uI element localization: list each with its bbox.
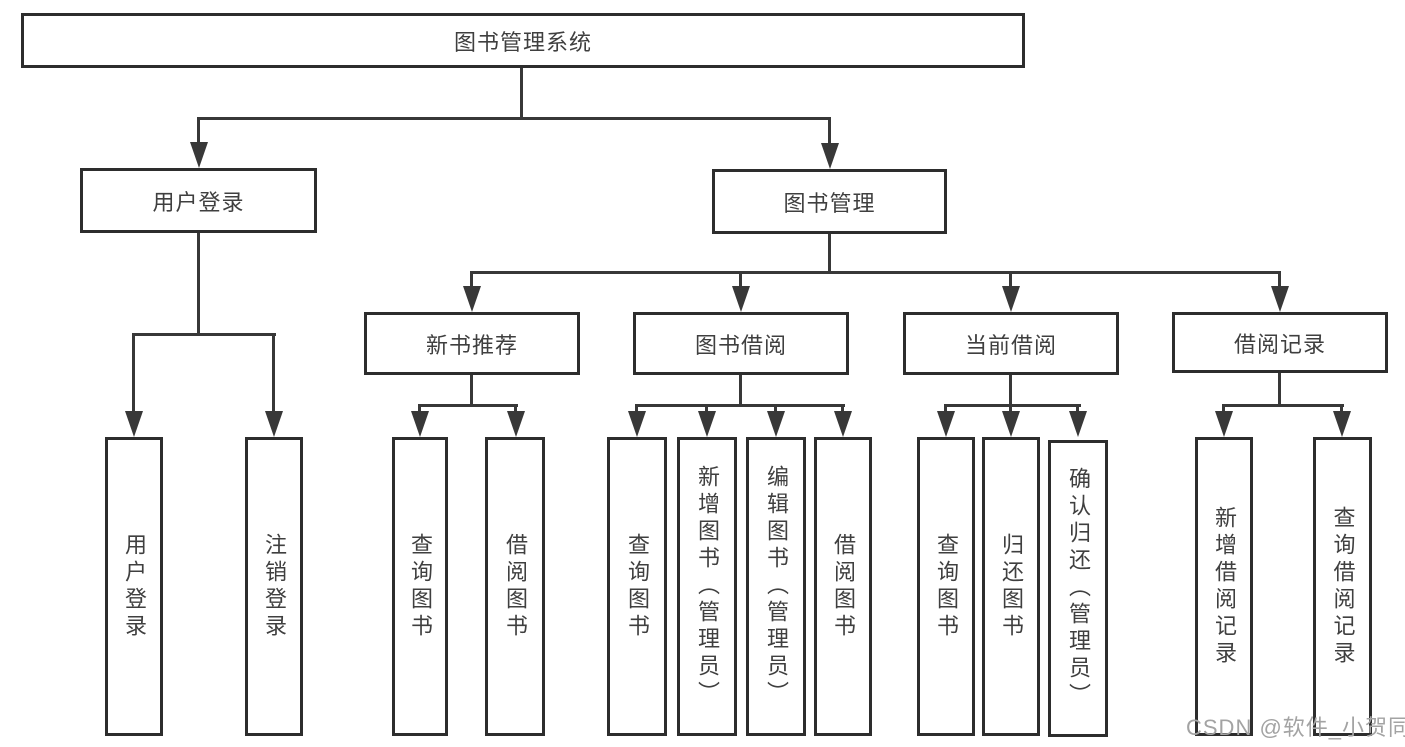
watermark: CSDN @软件_小贺同学: [1186, 715, 1405, 740]
leaf-borrow-edit-books-admin: 编辑图书（管理员）: [746, 437, 806, 736]
connector-root-drop: [520, 68, 523, 120]
arrowhead-cb-confirm: [1069, 411, 1087, 437]
arrowhead-br-query: [1333, 411, 1351, 437]
node-book-management-label: 图书管理: [783, 190, 876, 216]
connector-stub-leaf-user-login: [132, 333, 135, 413]
node-borrowing-records-label: 借阅记录: [1233, 331, 1326, 357]
leaf-borrow-add-books-admin: 新增图书（管理员）: [677, 437, 737, 736]
leaf-newbook-borrow-books-label: 借阅图书: [503, 532, 528, 641]
arrowhead-nb-query: [411, 411, 429, 437]
connector-borrow-records-rail: [1222, 404, 1344, 407]
leaf-borrow-query-books-label: 查询图书: [625, 532, 650, 641]
connector-user-login-drop: [197, 233, 200, 335]
leaf-current-confirm-return-admin-label: 确认归还（管理员）: [1066, 467, 1091, 710]
leaf-newbook-query-books-label: 查询图书: [408, 532, 433, 641]
node-new-book-recommendation: 新书推荐: [364, 312, 580, 375]
arrowhead-user-login: [190, 142, 208, 168]
connector-book-management-drop: [828, 234, 831, 273]
node-book-borrowing-label: 图书借阅: [694, 332, 787, 358]
arrowhead-current-borrow: [1002, 286, 1020, 312]
node-current-borrowing: 当前借阅: [903, 312, 1119, 375]
leaf-current-return-books: 归还图书: [982, 437, 1040, 736]
leaf-logout: 注销登录: [245, 437, 303, 736]
connector-stub-user-login: [197, 117, 200, 147]
connector-stub-book-management: [828, 117, 831, 147]
node-book-management: 图书管理: [712, 169, 947, 234]
node-library-system-label: 图书管理系统: [453, 29, 592, 55]
leaf-logout-label: 注销登录: [262, 532, 287, 641]
connector-stub-new-book: [470, 271, 473, 289]
arrowhead-bb-query: [628, 411, 646, 437]
arrowhead-bb-edit: [767, 411, 785, 437]
node-current-borrowing-label: 当前借阅: [964, 332, 1057, 358]
node-user-login-label: 用户登录: [152, 189, 245, 215]
leaf-borrow-borrow-books: 借阅图书: [814, 437, 872, 736]
arrowhead-new-book: [463, 286, 481, 312]
connector-stub-current-borrow: [1009, 271, 1012, 289]
leaf-current-query-books-label: 查询图书: [934, 532, 959, 641]
arrowhead-book-management: [821, 143, 839, 169]
leaf-borrow-borrow-books-label: 借阅图书: [831, 532, 856, 641]
leaf-records-add-borrow-record-label: 新增借阅记录: [1212, 505, 1237, 668]
leaf-user-login-label: 用户登录: [122, 532, 147, 641]
connector-current-borrow-drop: [1009, 375, 1012, 407]
node-borrowing-records: 借阅记录: [1172, 312, 1388, 373]
arrowhead-leaf-user-login: [125, 411, 143, 437]
leaf-records-query-borrow-record-label: 查询借阅记录: [1330, 505, 1356, 668]
connector-stub-book-borrow: [739, 271, 742, 289]
connector-new-book-rail: [418, 404, 518, 407]
arrowhead-cb-query: [937, 411, 955, 437]
arrowhead-leaf-logout: [265, 411, 283, 437]
leaf-current-confirm-return-admin: 确认归还（管理员）: [1048, 440, 1108, 737]
node-new-book-recommendation-label: 新书推荐: [425, 332, 518, 358]
arrowhead-book-borrow: [732, 286, 750, 312]
connector-stub-leaf-logout: [272, 333, 275, 413]
connector-current-borrow-rail: [944, 404, 1081, 407]
leaf-records-add-borrow-record: 新增借阅记录: [1195, 437, 1253, 736]
node-user-login: 用户登录: [80, 168, 317, 233]
leaf-records-query-borrow-record: 查询借阅记录: [1313, 437, 1372, 736]
arrowhead-cb-return: [1002, 411, 1020, 437]
arrowhead-borrow-records: [1271, 286, 1289, 312]
connector-borrow-records-drop: [1278, 373, 1281, 406]
arrowhead-bb-borrow: [834, 411, 852, 437]
connector-book-borrow-rail: [635, 404, 845, 407]
arrowhead-nb-borrow: [507, 411, 525, 437]
node-book-borrowing: 图书借阅: [633, 312, 849, 375]
connector-root-rail: [197, 117, 831, 120]
arrowhead-bb-add: [698, 411, 716, 437]
leaf-current-return-books-label: 归还图书: [999, 532, 1024, 641]
connector-book-management-rail: [470, 271, 1281, 274]
leaf-borrow-add-books-admin-label: 新增图书（管理员）: [695, 465, 720, 708]
connector-user-login-rail: [132, 333, 276, 336]
arrowhead-br-add: [1215, 411, 1233, 437]
node-library-system: 图书管理系统: [21, 13, 1025, 68]
connector-book-borrow-drop: [739, 375, 742, 406]
connector-new-book-drop: [470, 375, 473, 406]
leaf-user-login: 用户登录: [105, 437, 163, 736]
leaf-newbook-borrow-books: 借阅图书: [485, 437, 545, 736]
leaf-newbook-query-books: 查询图书: [392, 437, 448, 736]
connector-stub-borrow-records: [1278, 271, 1281, 289]
leaf-borrow-edit-books-admin-label: 编辑图书（管理员）: [764, 465, 789, 708]
leaf-borrow-query-books: 查询图书: [607, 437, 667, 736]
leaf-current-query-books: 查询图书: [917, 437, 975, 736]
